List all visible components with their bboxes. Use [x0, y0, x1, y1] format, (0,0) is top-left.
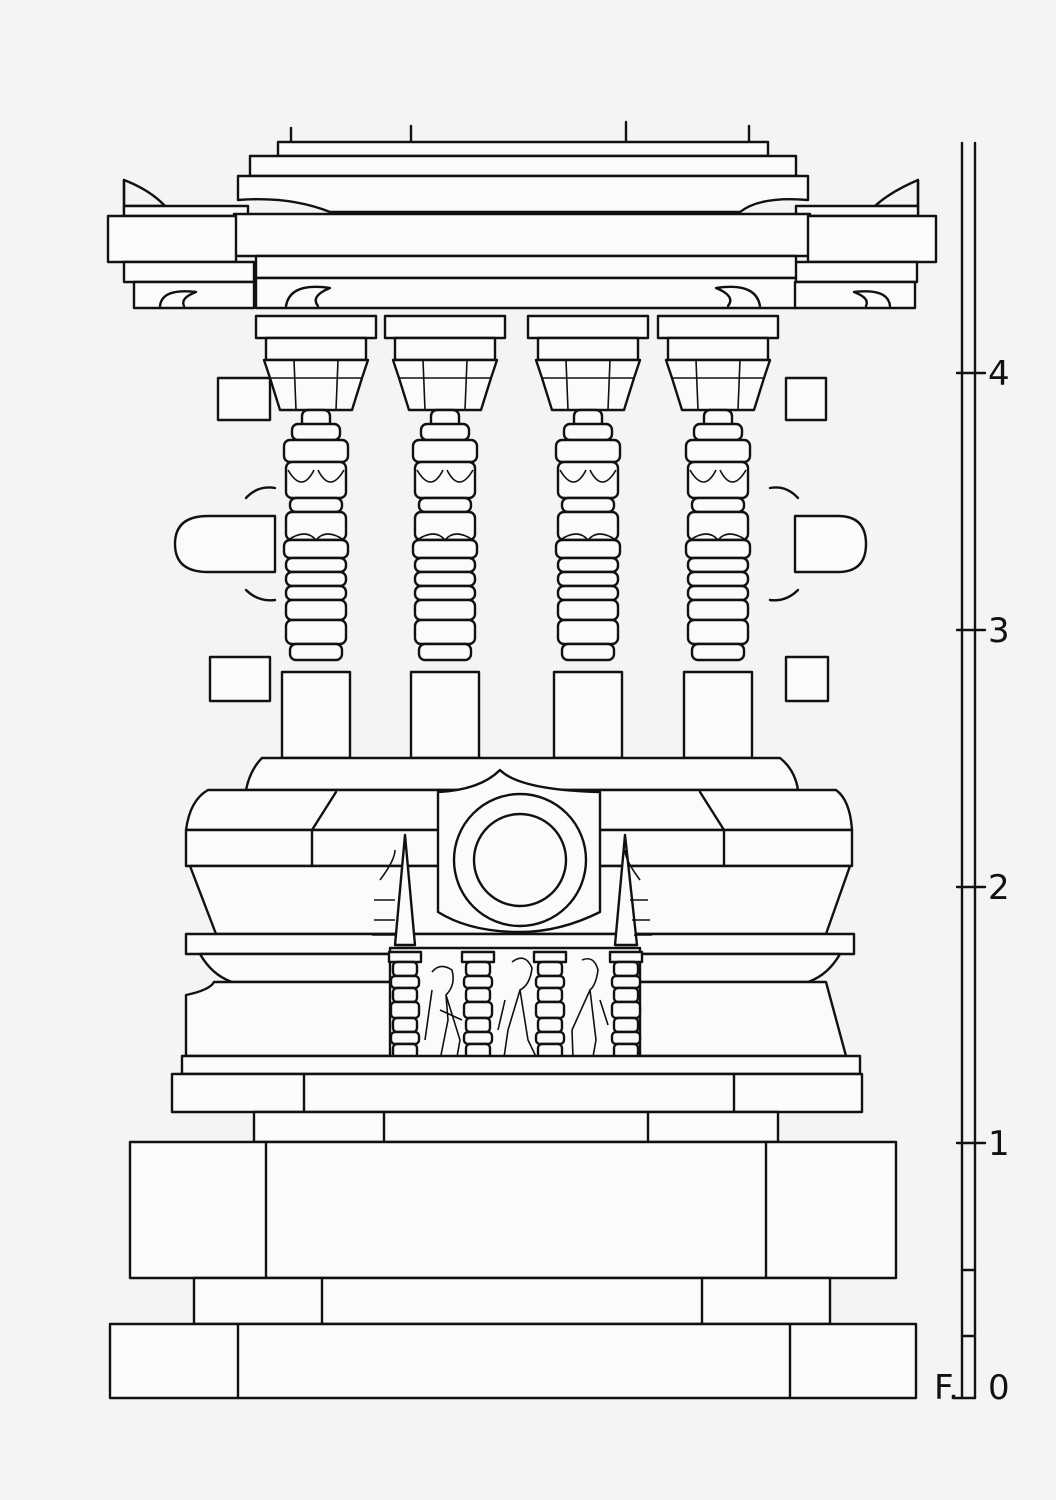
- scale-label-4: 4: [988, 354, 1010, 394]
- scale-bar: 4 3 2 1 0 F.: [934, 141, 1010, 1408]
- scale-label-0: 0: [988, 1368, 1010, 1408]
- niche-spires: [372, 833, 652, 947]
- pillar-colonnade: [254, 314, 780, 760]
- pillar: [656, 314, 780, 760]
- figure-label: F.: [934, 1368, 959, 1408]
- scale-tick-2: 2: [955, 868, 1010, 908]
- niche-figures: [424, 957, 609, 1086]
- pillar: [526, 314, 650, 760]
- base-plinth: [108, 1054, 918, 1400]
- scale-label-3: 3: [988, 611, 1010, 651]
- scale-tick-1: 1: [955, 1124, 1010, 1164]
- scale-label-1: 1: [988, 1124, 1010, 1164]
- side-brackets: [173, 376, 868, 703]
- roof-canopy: [106, 120, 938, 310]
- scale-tick-4: 4: [955, 354, 1010, 394]
- pillar: [383, 314, 507, 760]
- scale-tick-3: 3: [955, 611, 1010, 651]
- scale-label-2: 2: [988, 868, 1010, 908]
